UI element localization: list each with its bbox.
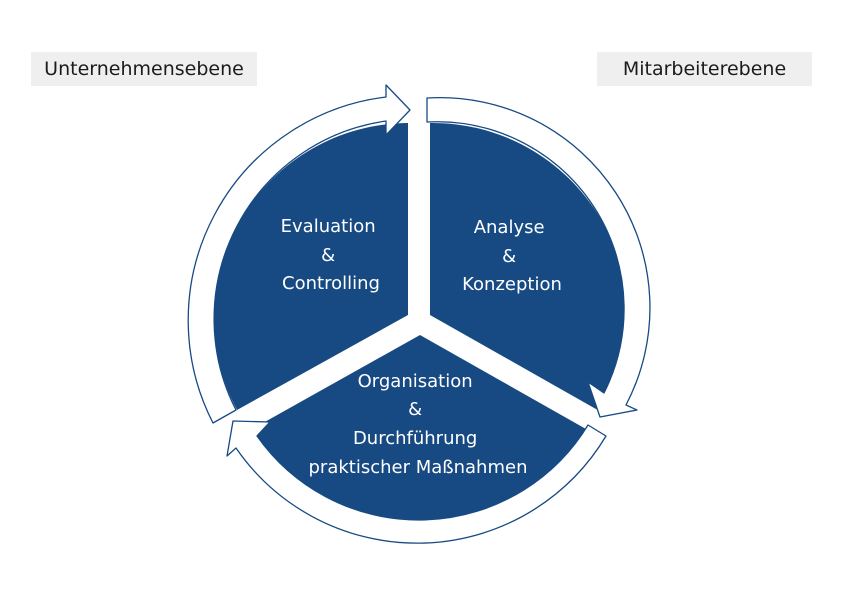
segment-bottom-line-1: Organisation — [358, 371, 473, 392]
segment-evaluation — [213, 123, 408, 410]
segment-right-line-2: & — [502, 246, 516, 267]
arrow-bottom-band — [226, 420, 607, 544]
segment-left-line-3: Controlling — [282, 273, 380, 294]
arrow-right-band — [426, 96, 651, 418]
arrow-left-band — [187, 84, 411, 424]
segment-organisation — [245, 335, 593, 532]
segment-left-text: Evaluation & Controlling — [281, 216, 382, 294]
segment-left-line-2: & — [321, 245, 335, 266]
segment-right-line-3: Konzeption — [462, 274, 562, 295]
label-mitarbeiterebene: Mitarbeiterebene — [597, 52, 812, 86]
segment-bottom-text: Organisation & Durchführung praktischer … — [309, 371, 528, 478]
segment-bottom-line-2: & — [408, 399, 422, 420]
segment-analyse — [430, 122, 628, 413]
segment-right-text: Analyse & Konzeption — [462, 217, 562, 295]
segment-bottom-line-3: Durchführung — [353, 428, 477, 449]
label-unternehmensebene: Unternehmensebene — [31, 52, 257, 86]
segment-left-line-1: Evaluation — [281, 216, 376, 237]
segment-bottom-line-4: praktischer Maßnahmen — [309, 457, 528, 478]
segment-right-line-1: Analyse — [474, 217, 545, 238]
